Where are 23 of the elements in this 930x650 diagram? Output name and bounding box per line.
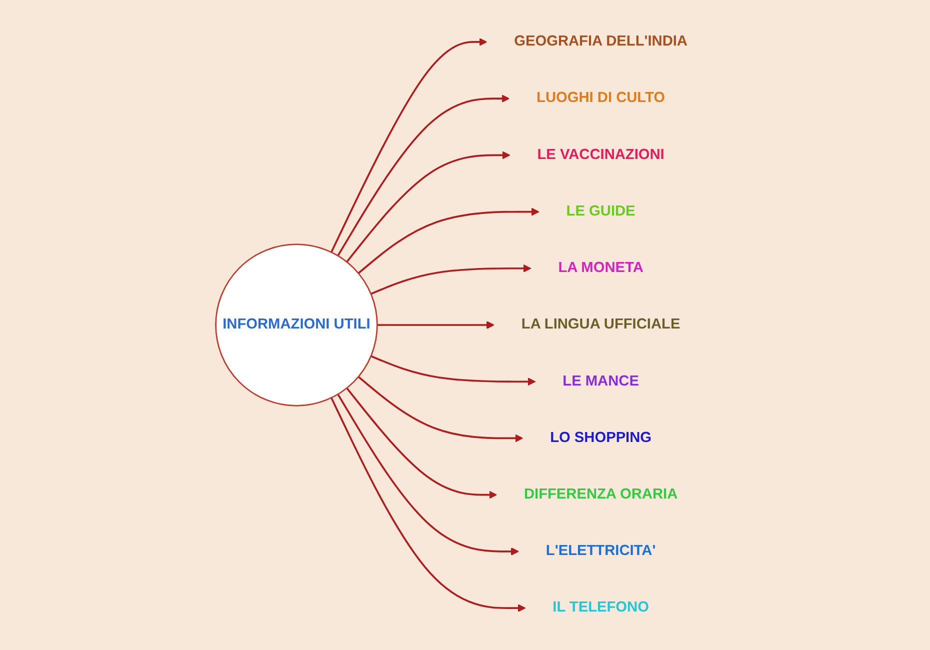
arrow (346, 151, 510, 262)
node-text: LA MONETA (558, 260, 644, 276)
arrow (370, 264, 531, 295)
node-text: DIFFERENZA ORARIA (524, 486, 678, 502)
node-text: LE VACCINAZIONI (536, 146, 664, 162)
arrow (370, 355, 536, 386)
arrow (357, 376, 523, 442)
arrow (336, 394, 519, 556)
arrow (336, 94, 510, 256)
node-text: GEOGRAFIA DELL'INDIA (514, 34, 688, 50)
node-text: LE MANCE (562, 373, 639, 389)
node-text: LE GUIDE (566, 204, 635, 220)
node-circle: INFORMAZIONI UTILI (214, 244, 378, 406)
arrow (346, 388, 497, 499)
node-text: IL TELEFONO (552, 600, 649, 616)
node-text: L'ELETTRICITA' (546, 543, 656, 559)
node-text: LO SHOPPING (550, 430, 652, 446)
arrow (330, 397, 526, 612)
arrow (376, 320, 494, 330)
arrow (357, 208, 539, 274)
arrow (330, 38, 487, 253)
node-text: LUOGHI DI CULTO (536, 90, 665, 106)
node-text: LA LINGUA UFFICIALE (521, 316, 680, 332)
